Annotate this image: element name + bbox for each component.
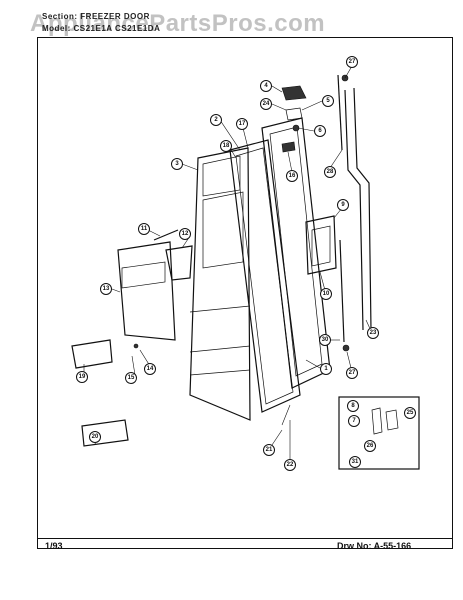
callout-label: 22 (287, 462, 294, 468)
callout-label: 15 (128, 375, 135, 381)
callout-2: 2 (210, 114, 222, 126)
callout-label: 10 (323, 291, 330, 297)
door-outer-panel (261, 117, 331, 389)
section-title: Section: FREEZER DOOR (42, 12, 150, 21)
callout-17: 17 (236, 118, 248, 130)
callout-label: 1 (324, 366, 328, 372)
footer-date: 1/93 (45, 541, 63, 551)
callout-label: 31 (352, 459, 359, 465)
callout-label: 25 (407, 410, 414, 416)
callout-26: 26 (364, 440, 376, 452)
part-27-endcap (342, 344, 350, 352)
callout-30: 30 (319, 334, 331, 346)
handle-strip-lower (339, 239, 345, 343)
callout-label: 12 (182, 231, 189, 237)
callout-14: 14 (144, 363, 156, 375)
callout-label: 27 (349, 59, 356, 65)
callout-19: 19 (76, 371, 88, 383)
part-5-bracket (285, 107, 303, 121)
callout-label: 18 (223, 143, 230, 149)
dispenser-panel (305, 215, 337, 275)
footer-drawing-number: Drw No: A-55-166 (337, 541, 412, 551)
callout-label: 27 (349, 370, 356, 376)
callout-label: 17 (239, 121, 246, 127)
callout-label: 19 (79, 374, 86, 380)
callout-label: 4 (264, 83, 268, 89)
diagram-frame (37, 37, 453, 549)
callout-label: 9 (341, 202, 345, 208)
callout-6: 6 (314, 125, 326, 137)
callout-label: 28 (327, 169, 334, 175)
callout-label: 23 (370, 330, 377, 336)
callout-label: 8 (351, 403, 355, 409)
callout-11: 11 (138, 223, 150, 235)
callout-label: 13 (103, 286, 110, 292)
handle-bracket (81, 419, 129, 447)
callout-18: 18 (220, 140, 232, 152)
callout-13: 13 (100, 283, 112, 295)
callout-label: 2 (214, 117, 218, 123)
callout-label: 3 (175, 161, 179, 167)
callout-label: 16 (289, 173, 296, 179)
callout-4: 4 (260, 80, 272, 92)
callout-7: 7 (348, 415, 360, 427)
part-21-pin (281, 404, 291, 426)
callout-28: 28 (324, 166, 336, 178)
callout-label: 5 (326, 98, 330, 104)
callout-16: 16 (286, 170, 298, 182)
callout-20: 20 (89, 431, 101, 443)
dispenser-cup (165, 245, 193, 281)
spring-part (153, 229, 179, 241)
callout-label: 6 (318, 128, 322, 134)
callout-label: 7 (352, 418, 356, 424)
callout-24: 24 (260, 98, 272, 110)
callout-label: 24 (263, 101, 270, 107)
dispenser-housing (117, 241, 176, 341)
part-16-hinge (281, 141, 296, 153)
watermark-text: AppliancePartsPros.com (30, 10, 326, 37)
callout-label: 26 (367, 443, 374, 449)
door-handle (344, 87, 372, 331)
leader-lines (83, 65, 373, 463)
footer-divider (37, 538, 453, 539)
model-line: Model: CS21E1A CS21E1DA (42, 24, 161, 33)
inset-detail-box (338, 396, 420, 470)
callout-label: 21 (266, 447, 273, 453)
callout-label: 11 (141, 226, 148, 232)
part-4-cap (281, 85, 307, 101)
callout-21: 21 (263, 444, 275, 456)
handle-strip-upper (337, 74, 343, 151)
callout-31: 31 (349, 456, 361, 468)
callout-22: 22 (284, 459, 296, 471)
callout-15: 15 (125, 372, 137, 384)
callout-25: 25 (404, 407, 416, 419)
callout-27b: 27 (346, 367, 358, 379)
callout-23: 23 (367, 327, 379, 339)
callout-label: 14 (147, 366, 154, 372)
callout-9: 9 (337, 199, 349, 211)
callout-5: 5 (322, 95, 334, 107)
door-gasket (229, 139, 301, 413)
door-shelf (71, 339, 113, 369)
callout-27a: 27 (346, 56, 358, 68)
callout-label: 20 (92, 434, 99, 440)
door-liner (189, 147, 251, 421)
callout-label: 30 (322, 337, 329, 343)
callout-8: 8 (347, 400, 359, 412)
callout-3: 3 (171, 158, 183, 170)
callout-10: 10 (320, 288, 332, 300)
callout-12: 12 (179, 228, 191, 240)
callout-1: 1 (320, 363, 332, 375)
part-14-screw (133, 343, 139, 349)
